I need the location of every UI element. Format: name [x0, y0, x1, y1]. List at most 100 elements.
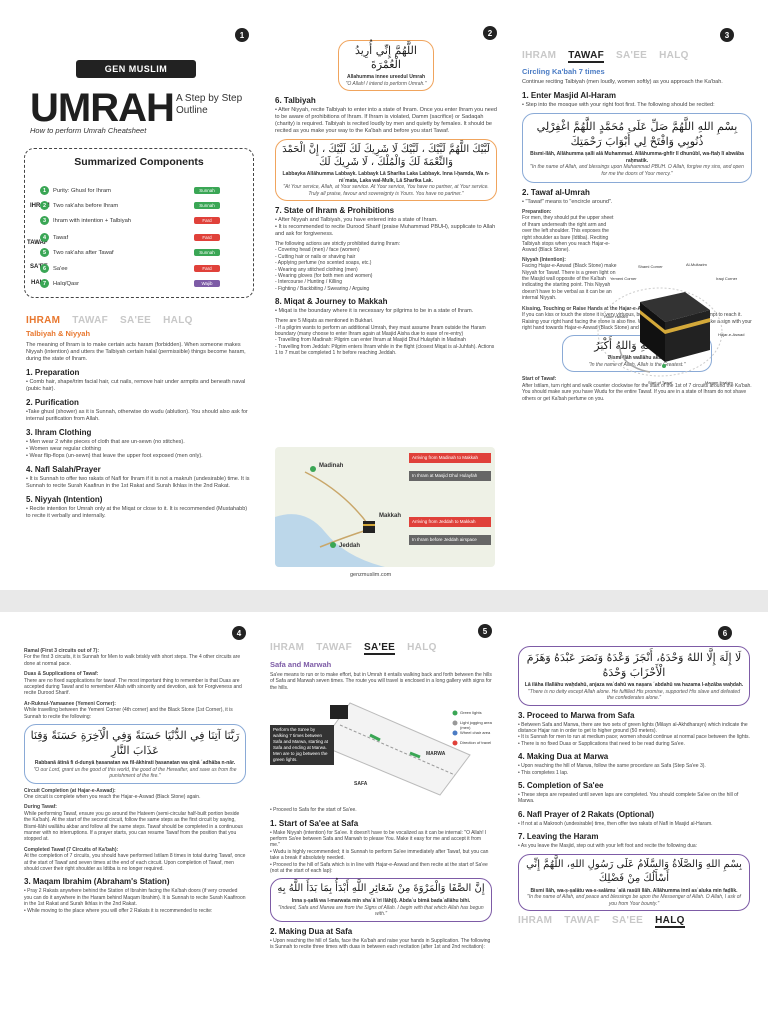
- summary-item: 7 Halq/Qasr Wajib: [40, 279, 220, 288]
- map-label-jeddah: Jeddah: [339, 543, 361, 549]
- summary-item: 2 Two rak'ahs before Ihram Sunnah: [40, 201, 220, 210]
- tab-ihram[interactable]: IHRAM: [26, 315, 61, 326]
- kaaba-label: Al-Multazim: [686, 262, 707, 267]
- map-label-madinah: Madinah: [319, 463, 344, 469]
- dua-arabic: بِسْمِ اللهِ وَالصَّلَاةُ وَالسَّلَامُ ع…: [526, 858, 742, 884]
- summary-item: 3 Ihram with intention + Talbiyah Fard: [40, 216, 220, 225]
- during-text: While performing Tawaf, ensure you go ar…: [24, 810, 243, 843]
- tab-halq[interactable]: HALQ: [659, 50, 689, 61]
- dua-transliteration: Bismi llāh, wa-ṣ-ṣalātu wa-s-salāmu ʿalā…: [530, 887, 738, 894]
- dua-box: بِسْمِ اللهِ اللَّهُمَّ صَلِّ عَلَى مُحَ…: [522, 113, 752, 183]
- dua-transliteration: Allahumma innee ureedul Umrah: [346, 74, 426, 80]
- page-number: 6: [718, 626, 732, 640]
- section-text: • Between Safa and Marwa, there are two …: [518, 721, 750, 747]
- duas-text: There are no fixed supplications for taw…: [24, 677, 242, 697]
- tab-tawaf[interactable]: TAWAF: [316, 642, 353, 653]
- tab-ihram[interactable]: IHRAM: [270, 642, 305, 653]
- summary-label: Tawaf: [53, 234, 69, 241]
- istilam-text: If you can kiss or touch the stone it is…: [522, 312, 752, 331]
- legend-item: Green lights: [460, 710, 482, 716]
- miqat-map: Madinah Makkah Jeddah Arriving from Madi…: [275, 447, 495, 567]
- dua-translation: "O Allah! I intend to perform Umrah.": [345, 80, 427, 87]
- summary-item: 4 Tawaf Fard: [40, 233, 220, 242]
- tab-halq[interactable]: HALQ: [407, 642, 437, 653]
- summary-box: Summarized Components: [24, 148, 254, 298]
- ramal-text: For the first 3 circuits, it is Sunnah f…: [24, 654, 241, 667]
- section-text: • Men wear 2 white pieces of cloth that …: [26, 439, 203, 459]
- tab-halq[interactable]: HALQ: [655, 915, 685, 929]
- section-text: • After Niyyah and Talbiyah, you have en…: [275, 217, 496, 237]
- dua-arabic: رَبَّنَا آتِنَا فِي الدُّنْيَا حَسَنَةً …: [30, 729, 240, 758]
- niyyah-title: Niyyah (Intention):: [522, 256, 566, 263]
- prohibition-list: The following actions are strictly prohi…: [275, 241, 401, 292]
- tab-saee[interactable]: SA'EE: [612, 915, 644, 927]
- section-text: • As you leave the Masjid, step out with…: [518, 843, 698, 850]
- bottom-sheet: 4 5 6 Ramal (First 3 circuits out of 7):…: [0, 612, 768, 1024]
- summary-label: Ihram with intention + Talbiyah: [53, 217, 132, 224]
- summary-label: Halq/Qasr: [53, 280, 80, 287]
- section-heading: 7. State of Ihram & Prohibitions: [275, 206, 395, 215]
- footer-url[interactable]: genzmuslim.com: [350, 572, 392, 578]
- tab-tawaf[interactable]: TAWAF: [564, 915, 601, 927]
- group-label: SA'EE: [30, 264, 48, 270]
- dua-box: إِنَّ الصَّفَا وَالْمَرْوَةَ مِنْ شَعَائ…: [270, 878, 492, 922]
- status-badge: Fard: [194, 217, 220, 224]
- summary-item: 5 Two rak'ahs after Tawaf Sunnah: [40, 248, 220, 257]
- istilam-title: Kissing, Touching or Raise Hands at the …: [522, 305, 676, 312]
- dua-translation: "O our Lord, grant us the good of this w…: [33, 766, 237, 780]
- prep-text: For men, they should put the upper sheet…: [522, 215, 614, 254]
- section-heading: 4. Making Dua at Marwa: [518, 752, 609, 762]
- tab-saee[interactable]: SA'EE: [364, 642, 396, 655]
- section-heading: 3. Proceed to Marwa from Safa: [518, 710, 635, 720]
- summary-item: 1 Purity: Ghusl for Ihram Sunnah: [40, 186, 220, 195]
- page-number: 3: [720, 28, 734, 42]
- dua-box: اللَّهُمَّ إِنِّي أُرِيدُ الْعُمْرَةَ Al…: [338, 40, 434, 91]
- map-note-title: Arriving from Madinah to Makkah: [409, 453, 491, 463]
- top-sheet: 1 2 3 GEN MUSLIM UMRAH A Step by Step Ou…: [0, 0, 768, 590]
- tawaf-continued-column: Ramal (First 3 circuits out of 7): For t…: [24, 648, 246, 914]
- number-badge: 2: [40, 201, 49, 210]
- status-badge: Sunnah: [194, 202, 220, 209]
- tab-tawaf[interactable]: TAWAF: [568, 50, 605, 63]
- tab-ihram[interactable]: IHRAM: [518, 915, 553, 927]
- rukn-title: Ar-Ruknul-Yamaanee (Yemeni Corner):: [24, 700, 116, 707]
- ihram-column: IHRAM TAWAF SA'EE HALQ Talbiyah & Niyyah…: [26, 315, 250, 523]
- tab-saee[interactable]: SA'EE: [616, 50, 648, 61]
- status-badge: Sunnah: [194, 187, 220, 194]
- dua-arabic: إِنَّ الصَّفَا وَالْمَرْوَةَ مِنْ شَعَائ…: [277, 883, 485, 895]
- map-note-body: In Ihram before Jeddah airspace: [409, 535, 491, 545]
- section-text: • Make Niyyah (intention) for Sa'ee. It …: [270, 829, 489, 875]
- tab-tawaf[interactable]: TAWAF: [72, 315, 109, 326]
- niyyah-text: Facing Hajar-e-Aswad (Black Stone) make …: [522, 263, 617, 302]
- tab-ihram[interactable]: IHRAM: [522, 50, 557, 61]
- summary-title: Summarized Components: [74, 156, 204, 168]
- summary-label: Two rak'ahs before Ihram: [53, 202, 119, 209]
- section-tabs: IHRAM TAWAF SA'EE HALQ: [270, 642, 492, 655]
- kaaba-graphic: [597, 287, 723, 377]
- page-number: 5: [478, 624, 492, 638]
- number-badge: 1: [40, 186, 49, 195]
- dua-translation: "In the name of Allah, and peace and ble…: [527, 894, 741, 907]
- saee-column: IHRAM TAWAF SA'EE HALQ Safa and Marwah S…: [270, 642, 492, 951]
- section-tabs: IHRAM TAWAF SA'EE HALQ: [26, 315, 250, 326]
- section-text: • Upon reaching the hill of Safa, face t…: [270, 937, 491, 951]
- section-text: • Pray 2 Rakats anywhere behind the Stat…: [24, 888, 246, 914]
- intro-text: Sa'ee means to run or to make effort, bu…: [270, 672, 492, 691]
- tab-halq[interactable]: HALQ: [163, 315, 193, 326]
- section-heading: 3. Maqam Ibrahim (Abraham's Station): [24, 877, 170, 887]
- legend-item: Light jogging area (men): [460, 720, 492, 731]
- duas-title: Duas & Supplications of Tawaf:: [24, 671, 99, 678]
- label-safa: SAFA: [354, 781, 368, 788]
- intro-text: Continue reciting Talbiyah (men loudly, …: [522, 79, 723, 85]
- section-subhead: Talbiyah & Niyyah: [26, 329, 91, 338]
- dua-transliteration: Lā ilāha illallāhu waḥdahū, anjaza waʿda…: [524, 682, 744, 688]
- group-label: IHRAM: [30, 203, 50, 209]
- section-heading: 7. Leaving the Haram: [518, 832, 599, 842]
- takbir-transliteration: Bismi-llāh wallāhu akbar: [607, 355, 667, 362]
- status-badge: Fard: [194, 265, 220, 272]
- dua-transliteration: Inna ṣ-ṣafā wa l-marwata min shaʿāʾiri l…: [291, 898, 471, 905]
- talbiyah-transliteration: Labbayka Allāhumma Labbayk. Labbayk Lā S…: [282, 171, 490, 184]
- tab-saee[interactable]: SA'EE: [120, 315, 152, 326]
- section-text: • It is Sunnah to offer two rakats of Na…: [26, 476, 250, 489]
- section-heading: 2. Purification: [26, 398, 79, 407]
